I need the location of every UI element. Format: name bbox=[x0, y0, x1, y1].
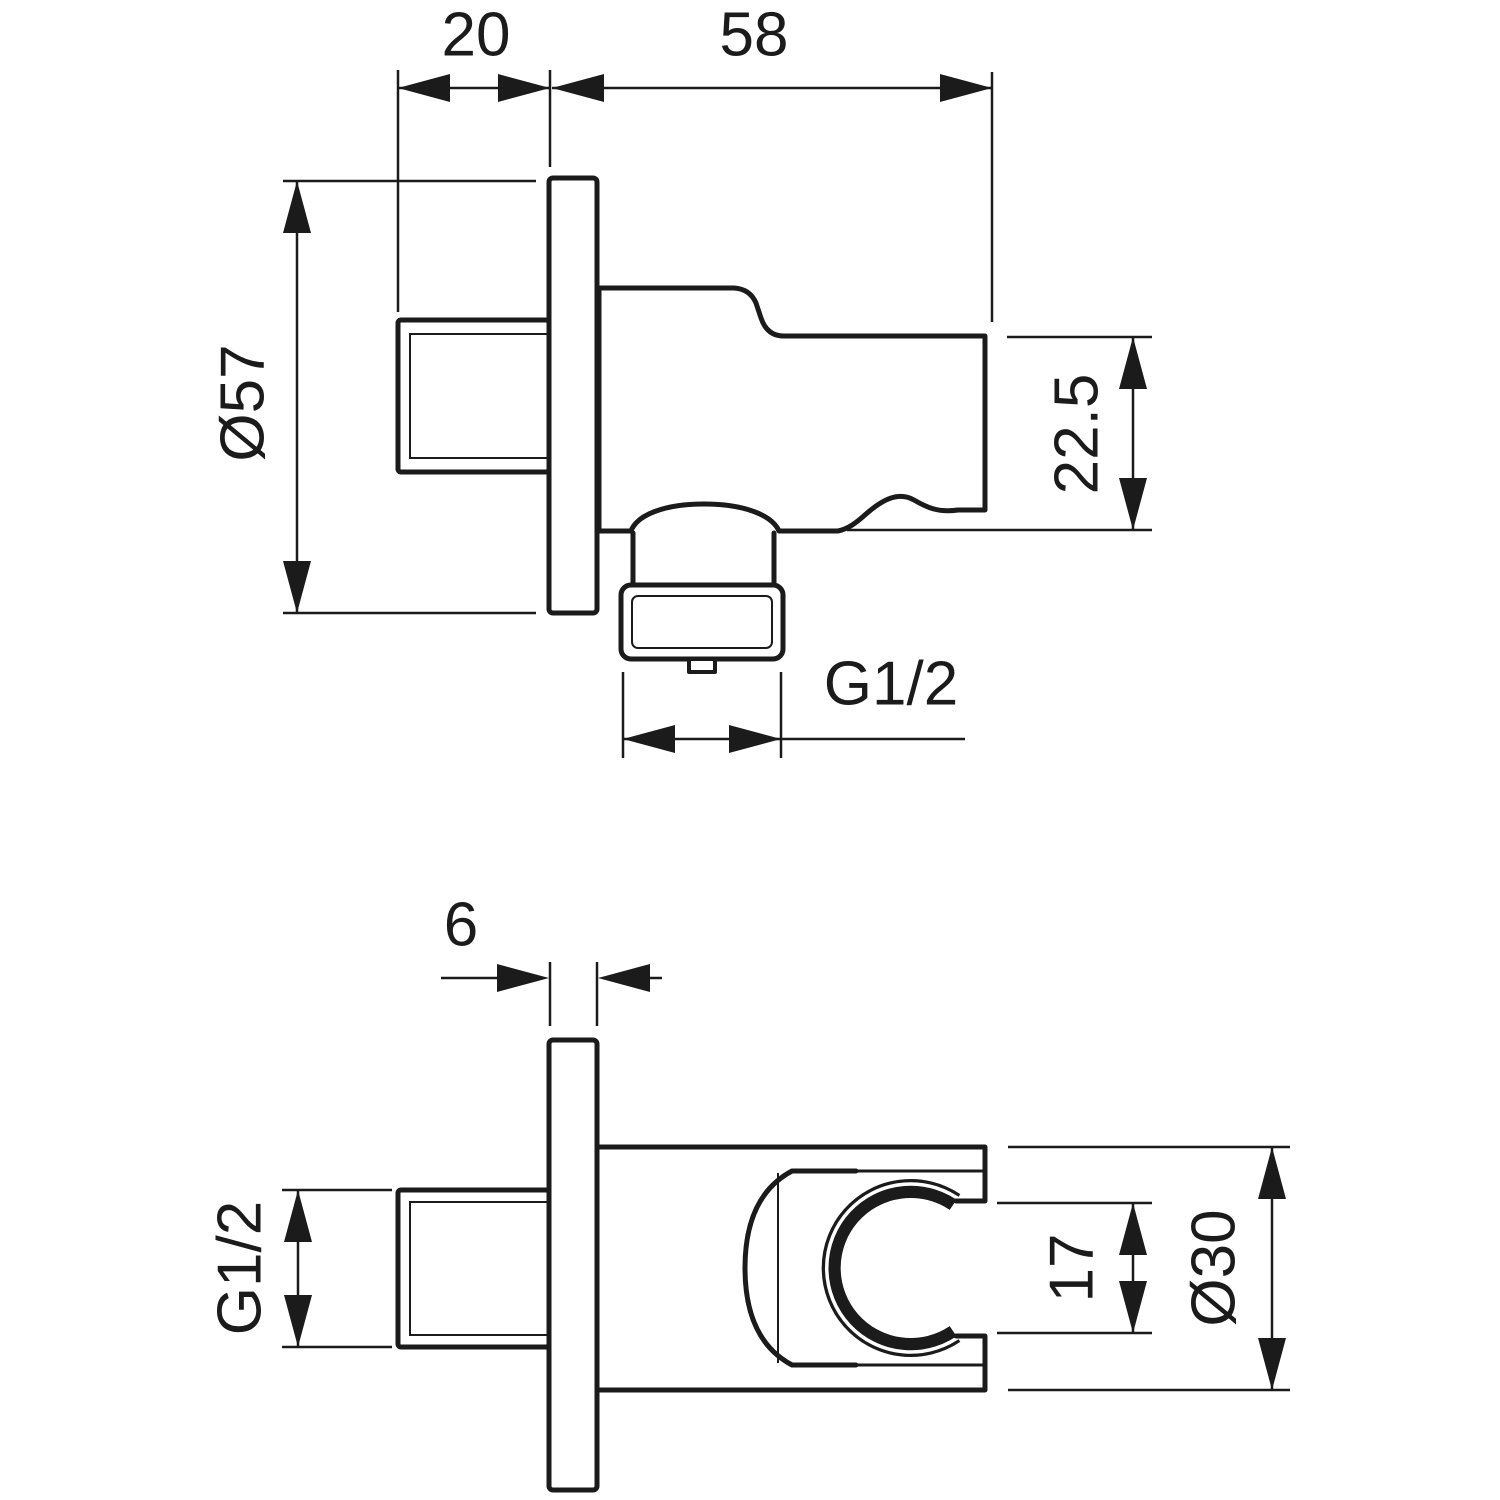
holder-body-outline-top bbox=[594, 1144, 988, 1204]
cup-back-bulge bbox=[742, 1168, 859, 1368]
inlet-thread-bevel-side bbox=[409, 333, 547, 459]
arrow-down-icon bbox=[1119, 1281, 1147, 1333]
arrow-up-icon bbox=[283, 181, 311, 233]
dimension-projection: 58 bbox=[552, 1, 994, 322]
arrow-up-icon bbox=[1119, 337, 1147, 389]
wall-flange-plan bbox=[546, 1037, 600, 1493]
arrow-down-icon bbox=[284, 1295, 312, 1347]
arrow-left-icon bbox=[623, 725, 675, 753]
holder-body-outline-bottom bbox=[594, 1333, 988, 1393]
outlet-nut-tab bbox=[687, 657, 717, 674]
inlet-thread-plan bbox=[395, 1187, 552, 1350]
arrow-left-icon bbox=[398, 74, 450, 102]
dim-label-d30: Ø30 bbox=[1180, 1209, 1249, 1326]
dimension-flange-thickness: 6 bbox=[441, 891, 662, 1026]
holder-body-profile bbox=[596, 285, 988, 534]
inlet-thread-bevel-plan bbox=[409, 1201, 547, 1336]
side-view: 20 58 Ø57 bbox=[209, 1, 1152, 758]
dimension-outlet-thread: G1/2 bbox=[621, 650, 965, 758]
arrow-up-icon bbox=[1119, 1203, 1147, 1255]
dimension-cradle-opening: 17 bbox=[997, 1201, 1152, 1335]
arrow-down-icon bbox=[1258, 1338, 1286, 1390]
arrow-up-icon bbox=[284, 1190, 312, 1242]
dim-label-17: 17 bbox=[1038, 1234, 1107, 1303]
dim-label-22-5: 22.5 bbox=[1043, 374, 1112, 495]
arrow-right-icon bbox=[729, 725, 781, 753]
wall-flange-side bbox=[546, 175, 600, 616]
arrow-right-icon bbox=[940, 74, 992, 102]
cradle-ring bbox=[821, 1179, 961, 1357]
dimension-inlet-thread: G1/2 bbox=[206, 1188, 392, 1349]
arrow-left-icon bbox=[552, 74, 604, 102]
dimension-flange-diameter: Ø57 bbox=[209, 179, 536, 615]
arrow-down-icon bbox=[1119, 478, 1147, 530]
arrow-left-icon bbox=[598, 964, 650, 992]
dim-label-g12-side: G1/2 bbox=[824, 650, 958, 719]
dim-label-20: 20 bbox=[442, 1, 511, 70]
arrow-right-icon bbox=[498, 74, 550, 102]
arrow-up-icon bbox=[1258, 1147, 1286, 1199]
arrow-right-icon bbox=[497, 964, 549, 992]
dimension-holder-drop: 22.5 bbox=[847, 335, 1152, 532]
cradle-ring-highlight bbox=[824, 1182, 964, 1354]
plan-view: 6 G1/2 17 bbox=[206, 891, 1290, 1493]
dimension-thread-engagement: 20 bbox=[396, 1, 552, 312]
outlet-nut-bevel bbox=[631, 595, 773, 649]
dim-label-6: 6 bbox=[444, 891, 478, 960]
dimension-holder-diameter: Ø30 bbox=[1008, 1145, 1290, 1392]
dim-label-g12-plan: G1/2 bbox=[206, 1201, 275, 1335]
inlet-thread-side bbox=[395, 317, 552, 475]
dim-label-58: 58 bbox=[720, 1, 789, 70]
dim-label-d57: Ø57 bbox=[209, 344, 278, 461]
arrow-down-icon bbox=[283, 561, 311, 613]
